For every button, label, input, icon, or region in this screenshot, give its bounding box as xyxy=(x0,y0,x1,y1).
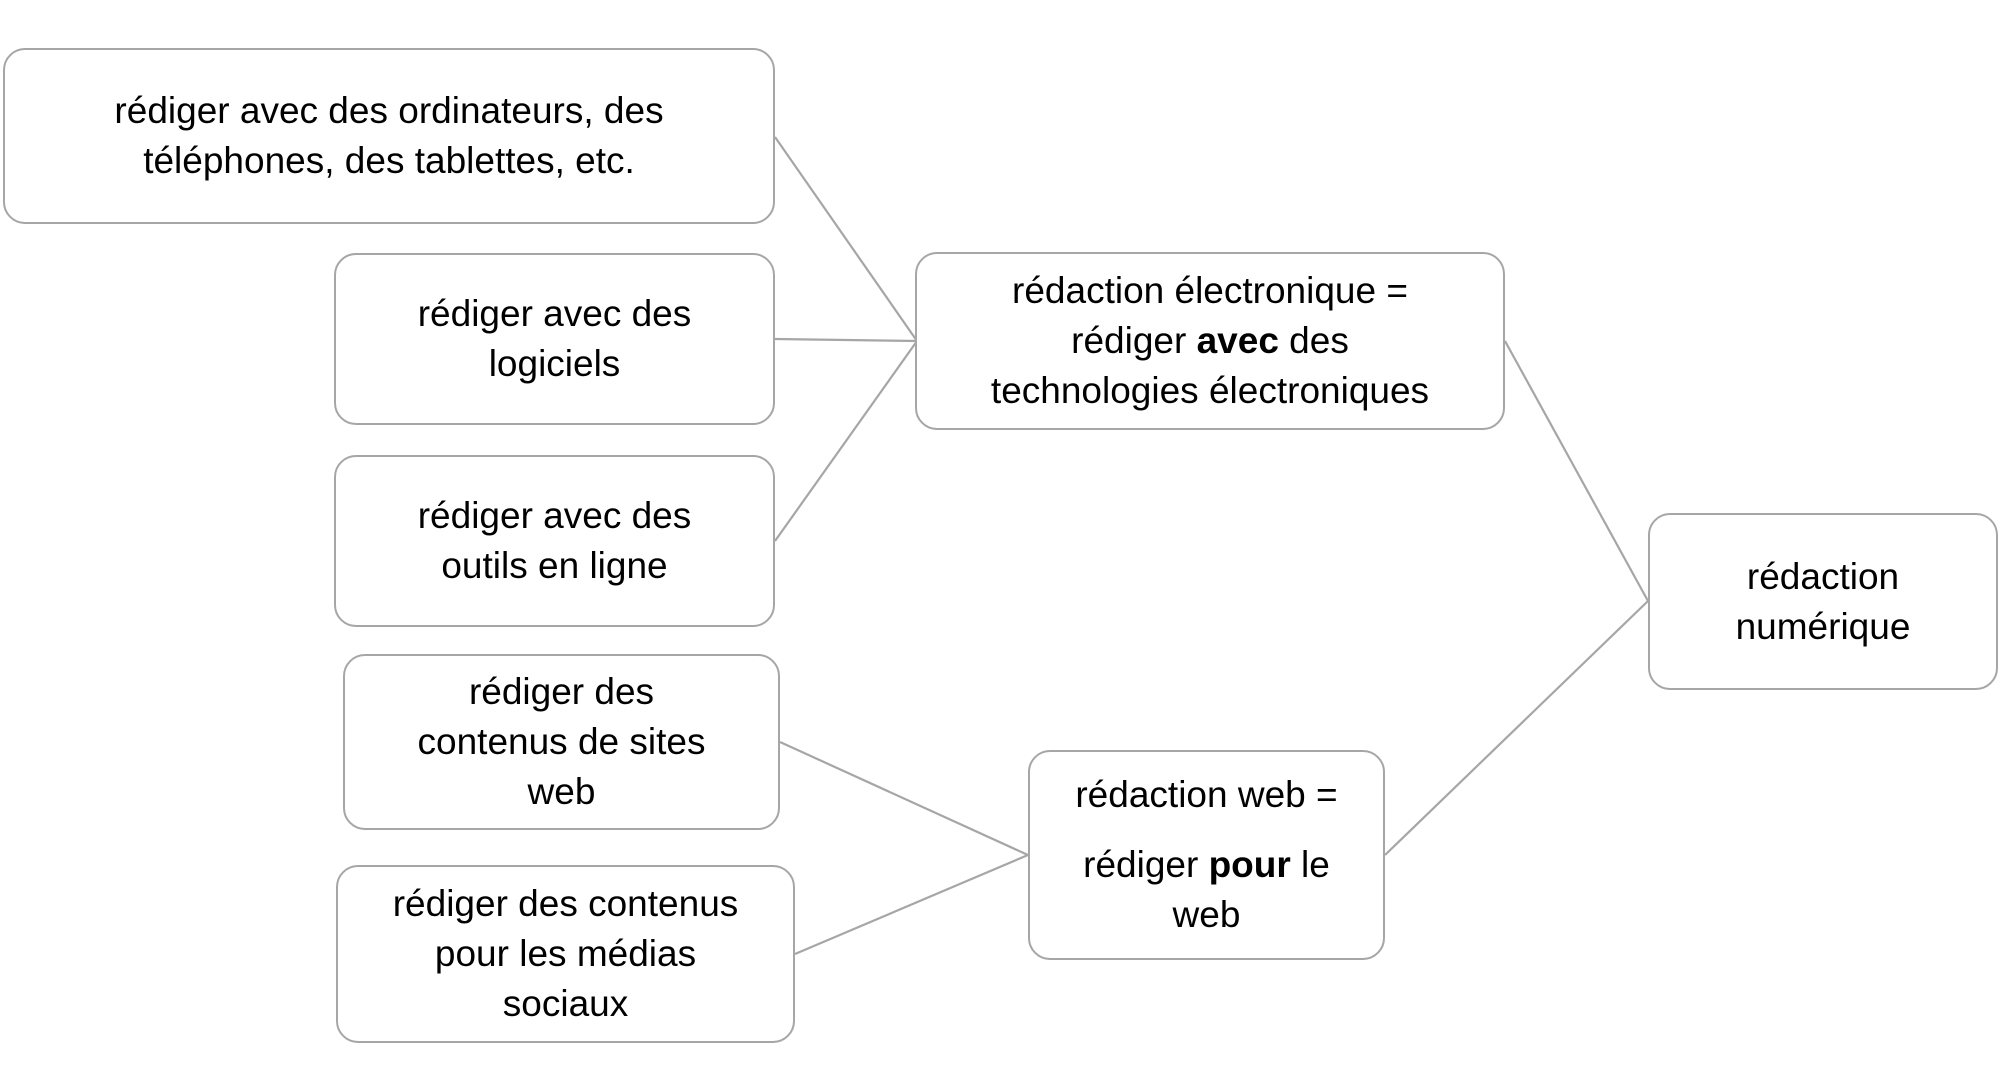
node-text-line: rédiger avec des xyxy=(417,293,692,334)
connector-electronique-numerique xyxy=(1504,340,1649,602)
node-redaction-numerique: rédaction numérique xyxy=(1648,513,1998,690)
node-text-line: logiciels xyxy=(488,343,621,384)
node-text-line: rédiger avec des ordinateurs, des xyxy=(114,90,664,131)
connector-outils-electronique xyxy=(774,340,918,542)
node-text-line: contenus de sites xyxy=(417,721,706,762)
node-redaction-electronique: rédaction électronique = rédiger avec des… xyxy=(915,252,1505,430)
node-text-line: outils en ligne xyxy=(441,545,668,586)
connector-sites-web-web xyxy=(779,740,1029,857)
node-text-line: web xyxy=(1172,894,1241,935)
node-text-line: pour les médias xyxy=(434,933,697,974)
node-text-line: technologies électroniques xyxy=(990,370,1430,411)
node-text-line: rédaction xyxy=(1746,555,1900,597)
node-text-line: rédiger des contenus xyxy=(392,883,739,924)
connector-medias-sociaux-web xyxy=(794,853,1029,956)
node-contenus-sites-web: rédiger des contenus de sites web xyxy=(343,654,780,830)
connector-web-numerique xyxy=(1384,600,1649,856)
node-logiciels: rédiger avec des logiciels xyxy=(334,253,775,425)
node-text-line: sociaux xyxy=(502,983,629,1024)
node-text-line: rédiger des xyxy=(468,671,655,712)
node-text-line: rédiger avec des xyxy=(1071,320,1349,361)
node-text-line: web xyxy=(527,771,596,812)
node-text-line: rédaction web = xyxy=(1075,774,1338,815)
node-text-line: téléphones, des tablettes, etc. xyxy=(143,140,635,181)
node-outils-en-ligne: rédiger avec des outils en ligne xyxy=(334,455,775,627)
connector-logiciels-electronique xyxy=(774,337,918,343)
node-text-line: numérique xyxy=(1735,605,1911,647)
connector-ordinateurs-electronique xyxy=(774,136,918,342)
node-text-line: rédaction électronique = xyxy=(1012,270,1408,311)
node-ordinateurs-telephones-tablettes: rédiger avec des ordinateurs, des télépho… xyxy=(3,48,775,224)
node-text-line: rédiger avec des xyxy=(417,495,692,536)
node-contenus-medias-sociaux: rédiger des contenus pour les médias socia… xyxy=(336,865,795,1043)
node-text-line: rédiger pour le xyxy=(1083,844,1330,885)
node-redaction-web: rédaction web = rédiger pour le web xyxy=(1028,750,1385,960)
